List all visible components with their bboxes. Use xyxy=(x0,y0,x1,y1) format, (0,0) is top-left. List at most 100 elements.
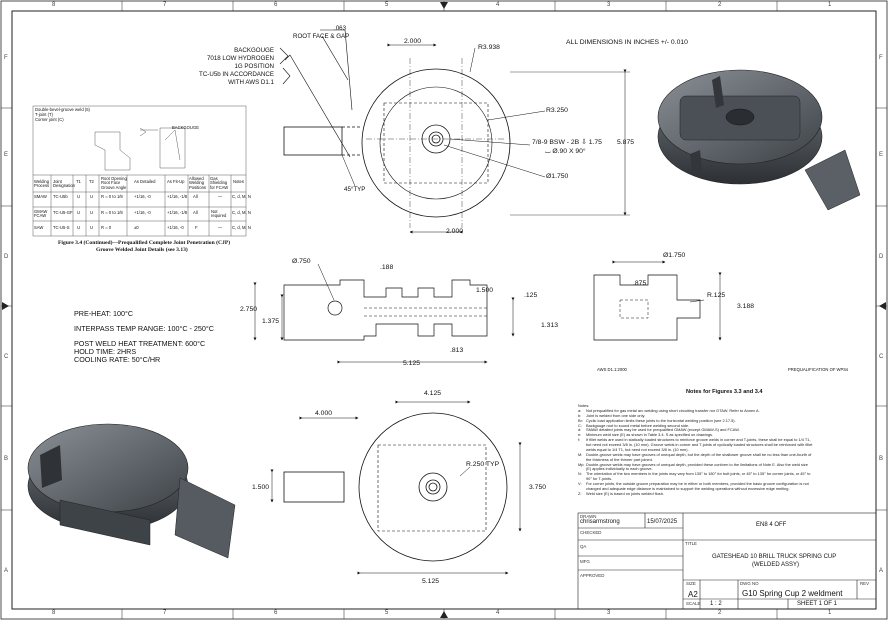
zone-col-3-bottom: 3 xyxy=(607,610,611,616)
joint-r3-gas: — xyxy=(218,225,223,230)
zone-col-1-bottom: 1 xyxy=(828,610,832,616)
joint-col-designation: Joint Designation xyxy=(53,179,76,189)
joint-r2-root: R = 0 to 1/8 xyxy=(101,210,123,215)
tb-title-line1: GATESHEAD 10 BRILL TRUCK SPRING CUP xyxy=(712,554,837,560)
joint-col-fitup: As Fit-Up xyxy=(167,179,185,184)
zone-row-c-right: C xyxy=(879,354,884,360)
note-row: Z: Weld size (E) is based on joints welde… xyxy=(578,490,874,497)
note-key: a: xyxy=(578,407,582,413)
note-text: Joint is welded from one side only. xyxy=(586,412,646,418)
tb-date: 15/07/2025 xyxy=(647,519,678,525)
zone-col-2: 2 xyxy=(718,2,722,8)
note-row: V:For corner joints, the outside groove … xyxy=(578,481,874,487)
tb-scale-label: SCALE xyxy=(686,601,701,606)
section-view xyxy=(253,263,515,364)
note-text: but need not exceed 3/8 in. (10 mm). Gro… xyxy=(586,442,813,447)
joint-r3-notes: C, d, M, N xyxy=(232,225,251,230)
dim-d1750-top: Ø1.750 xyxy=(546,173,569,180)
tb-size: A2 xyxy=(688,590,698,599)
zone-row-d: D xyxy=(4,254,9,260)
dim-d750: Ø.750 xyxy=(292,258,311,265)
zone-row-f-right: F xyxy=(879,55,883,61)
joint-r3-t2: U xyxy=(90,225,94,230)
note-row: d:SMAW detailed joints may be used for p… xyxy=(578,427,874,433)
weld-gap-dim: .063 xyxy=(334,25,347,32)
zone-col-7: 7 xyxy=(163,2,167,8)
note-row: changed and adequate edge distance is ma… xyxy=(578,485,874,492)
note-row: a:Not prequalified for gas metal arc wel… xyxy=(578,407,874,414)
joint-r3-root: R = 0 xyxy=(101,225,112,230)
tb-mfg-label: MFG xyxy=(580,559,590,564)
note-key: d: xyxy=(578,427,582,433)
joint-r3-designation: TC-U5-S xyxy=(53,225,70,230)
note-key: Z: xyxy=(578,490,582,496)
note-key: N: xyxy=(578,471,582,477)
dim-top-2000: 2.000 xyxy=(404,38,422,45)
note-row: but need not exceed 3/8 in. (10 mm). Gro… xyxy=(578,442,874,448)
note-row: C:Backgouge root to sound metal before w… xyxy=(578,423,874,429)
joint-col-detailed: As Detailed xyxy=(134,179,156,184)
zone-col-8: 8 xyxy=(52,2,56,8)
notes-title: Notes for Figures 3.3 and 3.4 xyxy=(686,389,763,395)
aws-footer-left: AWS D1.1:2000 xyxy=(597,367,627,372)
joint-r2-t1: U xyxy=(77,210,81,215)
note-text: For corner joints, the outside groove pr… xyxy=(586,481,809,486)
side-view xyxy=(593,260,722,341)
note-text: Weld size (E) is based on joints welded … xyxy=(586,490,664,496)
note-text: (E) applies individually to each groove. xyxy=(586,466,653,472)
note-row: 90° for T-joints. xyxy=(578,476,874,482)
joint-caption-line1: Figure 3.4 (Continued)—Prequalified Comp… xyxy=(58,240,231,246)
zone-row-b: B xyxy=(4,456,9,462)
joint-col-notes: Notes xyxy=(233,179,244,184)
tb-checked-label: CHECKED xyxy=(580,530,602,535)
tb-sheet: SHEET 1 OF 1 xyxy=(797,601,837,607)
dim-875: .875 xyxy=(633,280,647,287)
note-text: If fillet welds are used in statically l… xyxy=(586,437,811,443)
dim-3750: 3.750 xyxy=(529,484,547,491)
tb-scale: 1 : 2 xyxy=(710,601,722,607)
joint-heading-3: Corner joint (C) xyxy=(35,117,64,122)
joint-r2-t2: U xyxy=(90,210,94,215)
zone-row-f: F xyxy=(4,55,8,61)
dim-5875: 5.875 xyxy=(617,139,635,146)
dim-2750: 2.750 xyxy=(240,306,258,313)
tb-title-line2: (WELDED ASSY) xyxy=(752,562,800,568)
dim-3188: 3.188 xyxy=(737,303,755,310)
joint-backgouge-label: BACKGOUGE xyxy=(172,125,199,130)
tb-title-label: TITLE xyxy=(685,541,697,546)
tb-rev-label: REV xyxy=(860,581,870,586)
iso-view-bottom xyxy=(27,423,236,559)
note-row: Notes: xyxy=(578,403,874,409)
dim-countersink: ⌴ Ø.90 X 90° xyxy=(545,148,586,155)
dim-4125: 4.125 xyxy=(424,390,442,397)
zone-col-1: 1 xyxy=(828,2,832,8)
tb-qa-label: QA xyxy=(580,544,587,549)
note-text: changed and adequate edge distance is ma… xyxy=(586,485,790,491)
zone-row-a: A xyxy=(4,568,9,574)
zone-col-2-bottom: 2 xyxy=(718,610,722,616)
joint-r1-notes: C, d, M, N xyxy=(232,194,251,199)
note-key: b: xyxy=(578,412,582,418)
joint-r2-fitup: +1/16, -1/8 xyxy=(167,210,188,215)
note-key: e: xyxy=(578,432,582,438)
joint-r2-designation: TC-U5-GF xyxy=(53,210,73,215)
zone-row-e: E xyxy=(4,152,9,158)
dim-1375: 1.375 xyxy=(262,318,280,325)
zone-row-b-right: B xyxy=(879,456,884,462)
title-block xyxy=(577,512,877,610)
zone-row-c: C xyxy=(4,354,9,360)
iso-view-top xyxy=(657,69,861,211)
dim-bottom-2000: 2.000 xyxy=(446,228,464,235)
tb-approved-label: APPROVED xyxy=(580,573,605,578)
note-text: Cyclic load application limits these joi… xyxy=(586,417,736,423)
note-row: the thickness of the thinner part joined… xyxy=(578,457,874,463)
bottom-view xyxy=(270,400,522,575)
dim-5125-section: 5.125 xyxy=(403,360,421,367)
general-tolerance-note: ALL DIMENSIONS IN INCHES +/- 0.010 xyxy=(566,39,688,46)
dim-d1750-side: Ø1.750 xyxy=(663,252,686,259)
dim-4000: 4.000 xyxy=(315,410,333,417)
tb-dwg-label: DWG NO xyxy=(740,581,759,586)
